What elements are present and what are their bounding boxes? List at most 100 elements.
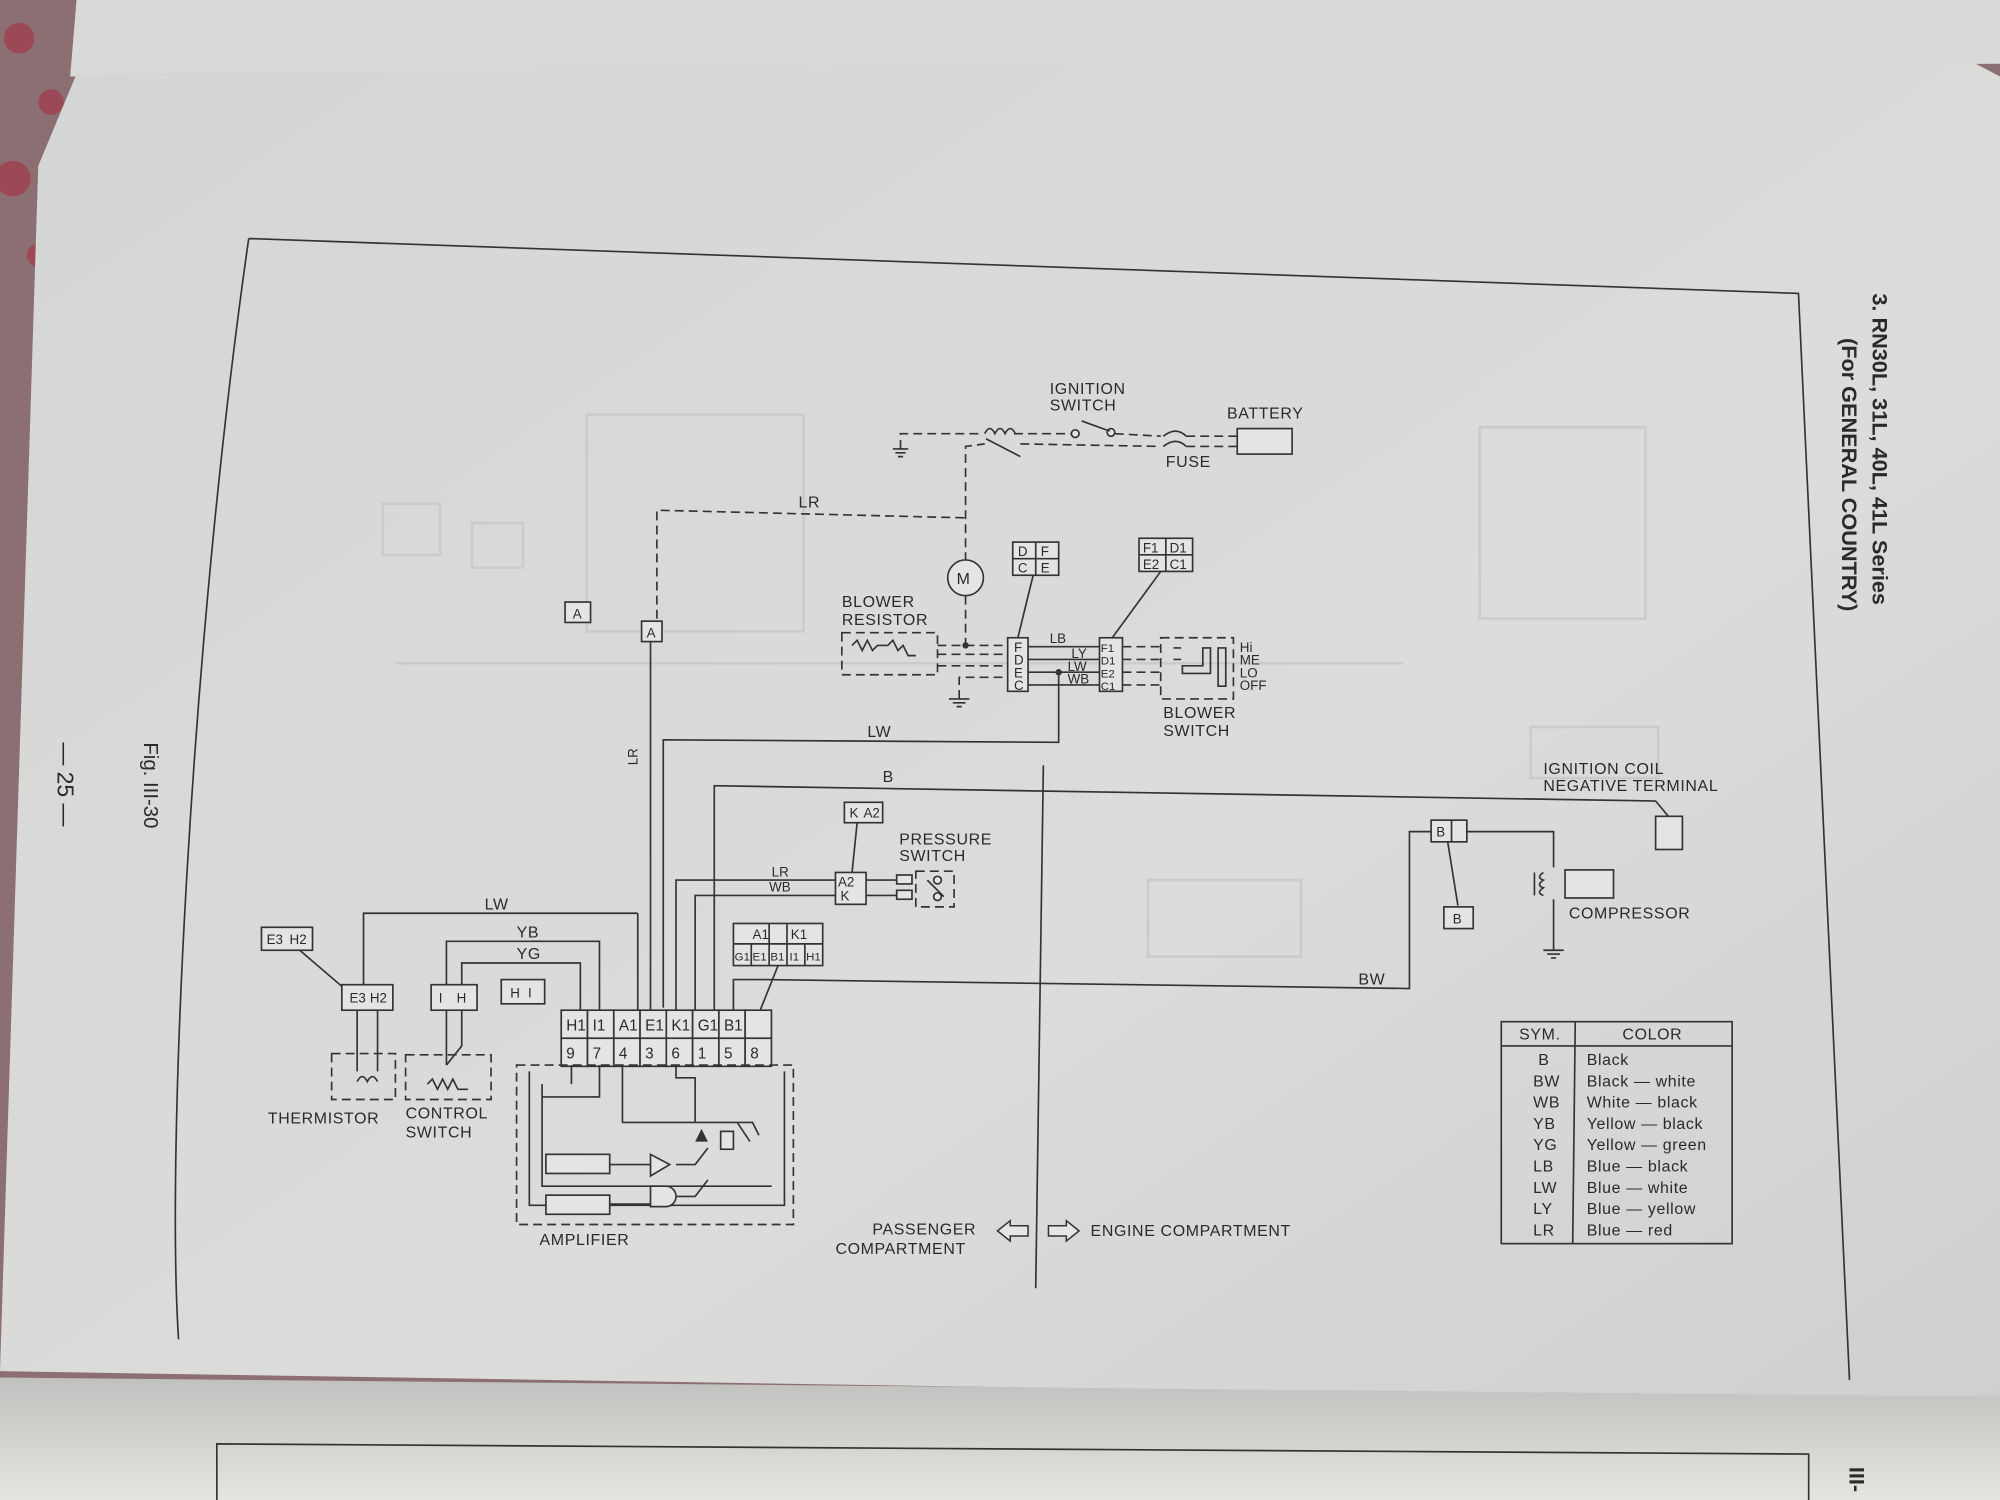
legend-sym: WB (1533, 1095, 1560, 1112)
pin: A1 (753, 927, 769, 942)
amp-pin-cell (744, 1009, 773, 1040)
relay-icon (719, 1130, 735, 1151)
wire-label-lr: LR (798, 495, 820, 512)
pin: E3 (267, 932, 283, 947)
connector-b-2 (1443, 906, 1475, 930)
wire-label-b: B (883, 769, 894, 786)
blower-pos-lo: LO (1240, 665, 1258, 680)
ground-icon-3 (1543, 949, 1564, 959)
lr-circuit: A A LR (564, 601, 663, 1011)
legend-color: Black — white (1587, 1073, 1696, 1090)
page-number: — 25 — (52, 742, 78, 826)
pressure-switch-label-2: SWITCH (899, 848, 966, 865)
amp-pin-label: H1 (566, 1018, 586, 1035)
wire-label-lw: LW (1068, 659, 1087, 674)
pin: I (528, 985, 532, 1000)
relay-switch-icon (736, 1121, 751, 1143)
resistor-icon (851, 638, 916, 657)
legend-color: Yellow — black (1587, 1116, 1703, 1133)
pin: C (1014, 678, 1024, 693)
pin: G1 (735, 951, 750, 963)
pressure-switch-label: PRESSURE (899, 831, 992, 848)
amp-pin-cell (718, 1009, 746, 1040)
motor-label: M (957, 571, 971, 588)
blower-block-left (1006, 636, 1029, 693)
pin: E3 (349, 991, 365, 1006)
fuse-label: FUSE (1166, 454, 1211, 471)
wire-label-yg: YG (517, 946, 541, 963)
sensor-circuit: LW YB YG E3 H2 E3 H2 THERMISTOR I H H I … (260, 896, 639, 1142)
legend-header-sym: SYM. (1519, 1027, 1561, 1044)
pin: D1 (1170, 540, 1187, 555)
wire-label-lb: LB (1050, 631, 1066, 646)
pin: E2 (1101, 668, 1115, 680)
legend-header-color: COLOR (1622, 1027, 1682, 1044)
pin: D (1014, 653, 1024, 668)
amp-pin-cell (691, 1037, 720, 1068)
amp-pin-label: 7 (593, 1046, 602, 1063)
pin: H (457, 991, 467, 1006)
pin: D1 (1101, 656, 1116, 668)
section-subtitle: (For GENERAL COUNTRY) (1837, 338, 1862, 611)
blower-pos-off: OFF (1240, 678, 1267, 693)
compartment-divider (1034, 765, 1045, 1289)
relay-contact-icon (985, 438, 1021, 458)
control-switch-connector-free (500, 978, 546, 1005)
wire-label-ly: LY (1071, 646, 1086, 661)
thermistor-label: THERMISTOR (268, 1111, 379, 1128)
passenger-label: PASSENGER (872, 1222, 976, 1239)
pin: A (647, 626, 656, 641)
pin: E1 (753, 951, 767, 963)
amp-pin-label: G1 (698, 1018, 718, 1035)
amp-pin-cell (718, 1037, 746, 1068)
pin: F (1041, 544, 1049, 559)
pin: F (1014, 640, 1022, 655)
pin: E (1014, 665, 1023, 680)
wire-label-wb-ps: WB (769, 880, 791, 895)
legend-color: Blue — red (1587, 1222, 1673, 1239)
pin: H1 (806, 951, 821, 963)
pin: E2 (1143, 557, 1159, 572)
legend-color: White — black (1587, 1095, 1698, 1112)
battery-symbol (1236, 427, 1293, 455)
pin: D (1018, 544, 1028, 559)
pin: A2 (864, 806, 880, 821)
lower-page-frame (216, 1443, 1810, 1500)
legend-sym: YG (1533, 1137, 1557, 1154)
legend-color: Blue — black (1587, 1159, 1689, 1176)
pin: C1 (1101, 681, 1116, 693)
amp-pin-cell (665, 1009, 694, 1040)
amplifier: A1 K1 G1 E1 B1 I1 H1 H19I17A14E13K16G11B… (515, 922, 824, 1249)
legend-sym: BW (1533, 1073, 1560, 1090)
engine-label: ENGINE COMPARTMENT (1091, 1223, 1291, 1240)
blower-pos-me: ME (1240, 653, 1260, 668)
pin: H (510, 985, 520, 1000)
wire-label-yb: YB (517, 925, 540, 942)
lr-wire-dashed (656, 509, 966, 619)
thermistor-icon (356, 1075, 379, 1084)
amp-pin-label: A1 (619, 1018, 638, 1035)
blower-switch-symbol (1173, 647, 1227, 688)
cloth-pattern (0, 22, 64, 267)
wire-label-lr-ps: LR (772, 864, 789, 879)
control-switch-label: CONTROL (406, 1106, 488, 1123)
amp-pin-cell (691, 1009, 720, 1040)
potentiometer-icon (426, 1077, 469, 1092)
pressure-switch-symbol (914, 870, 955, 908)
amp-pin-label: K1 (671, 1018, 690, 1035)
pin: C (1018, 561, 1028, 576)
lower-page (0, 1377, 2000, 1500)
wire-label-lr-vertical: LR (626, 748, 641, 765)
ignition-switch-label: IGNITION (1050, 381, 1126, 398)
legend-sym: LR (1533, 1222, 1555, 1239)
legend-color: Black (1587, 1052, 1629, 1069)
compartment-labels: PASSENGER COMPARTMENT ENGINE COMPARTMENT (835, 1219, 1291, 1258)
amp-block-1 (545, 1153, 611, 1175)
blower-resistor-label: BLOWER (842, 594, 915, 611)
compressor-label: COMPRESSOR (1569, 905, 1691, 922)
compressor-symbol (1564, 869, 1615, 899)
amp-pin-label: 9 (566, 1046, 575, 1063)
pin: H2 (370, 991, 387, 1006)
